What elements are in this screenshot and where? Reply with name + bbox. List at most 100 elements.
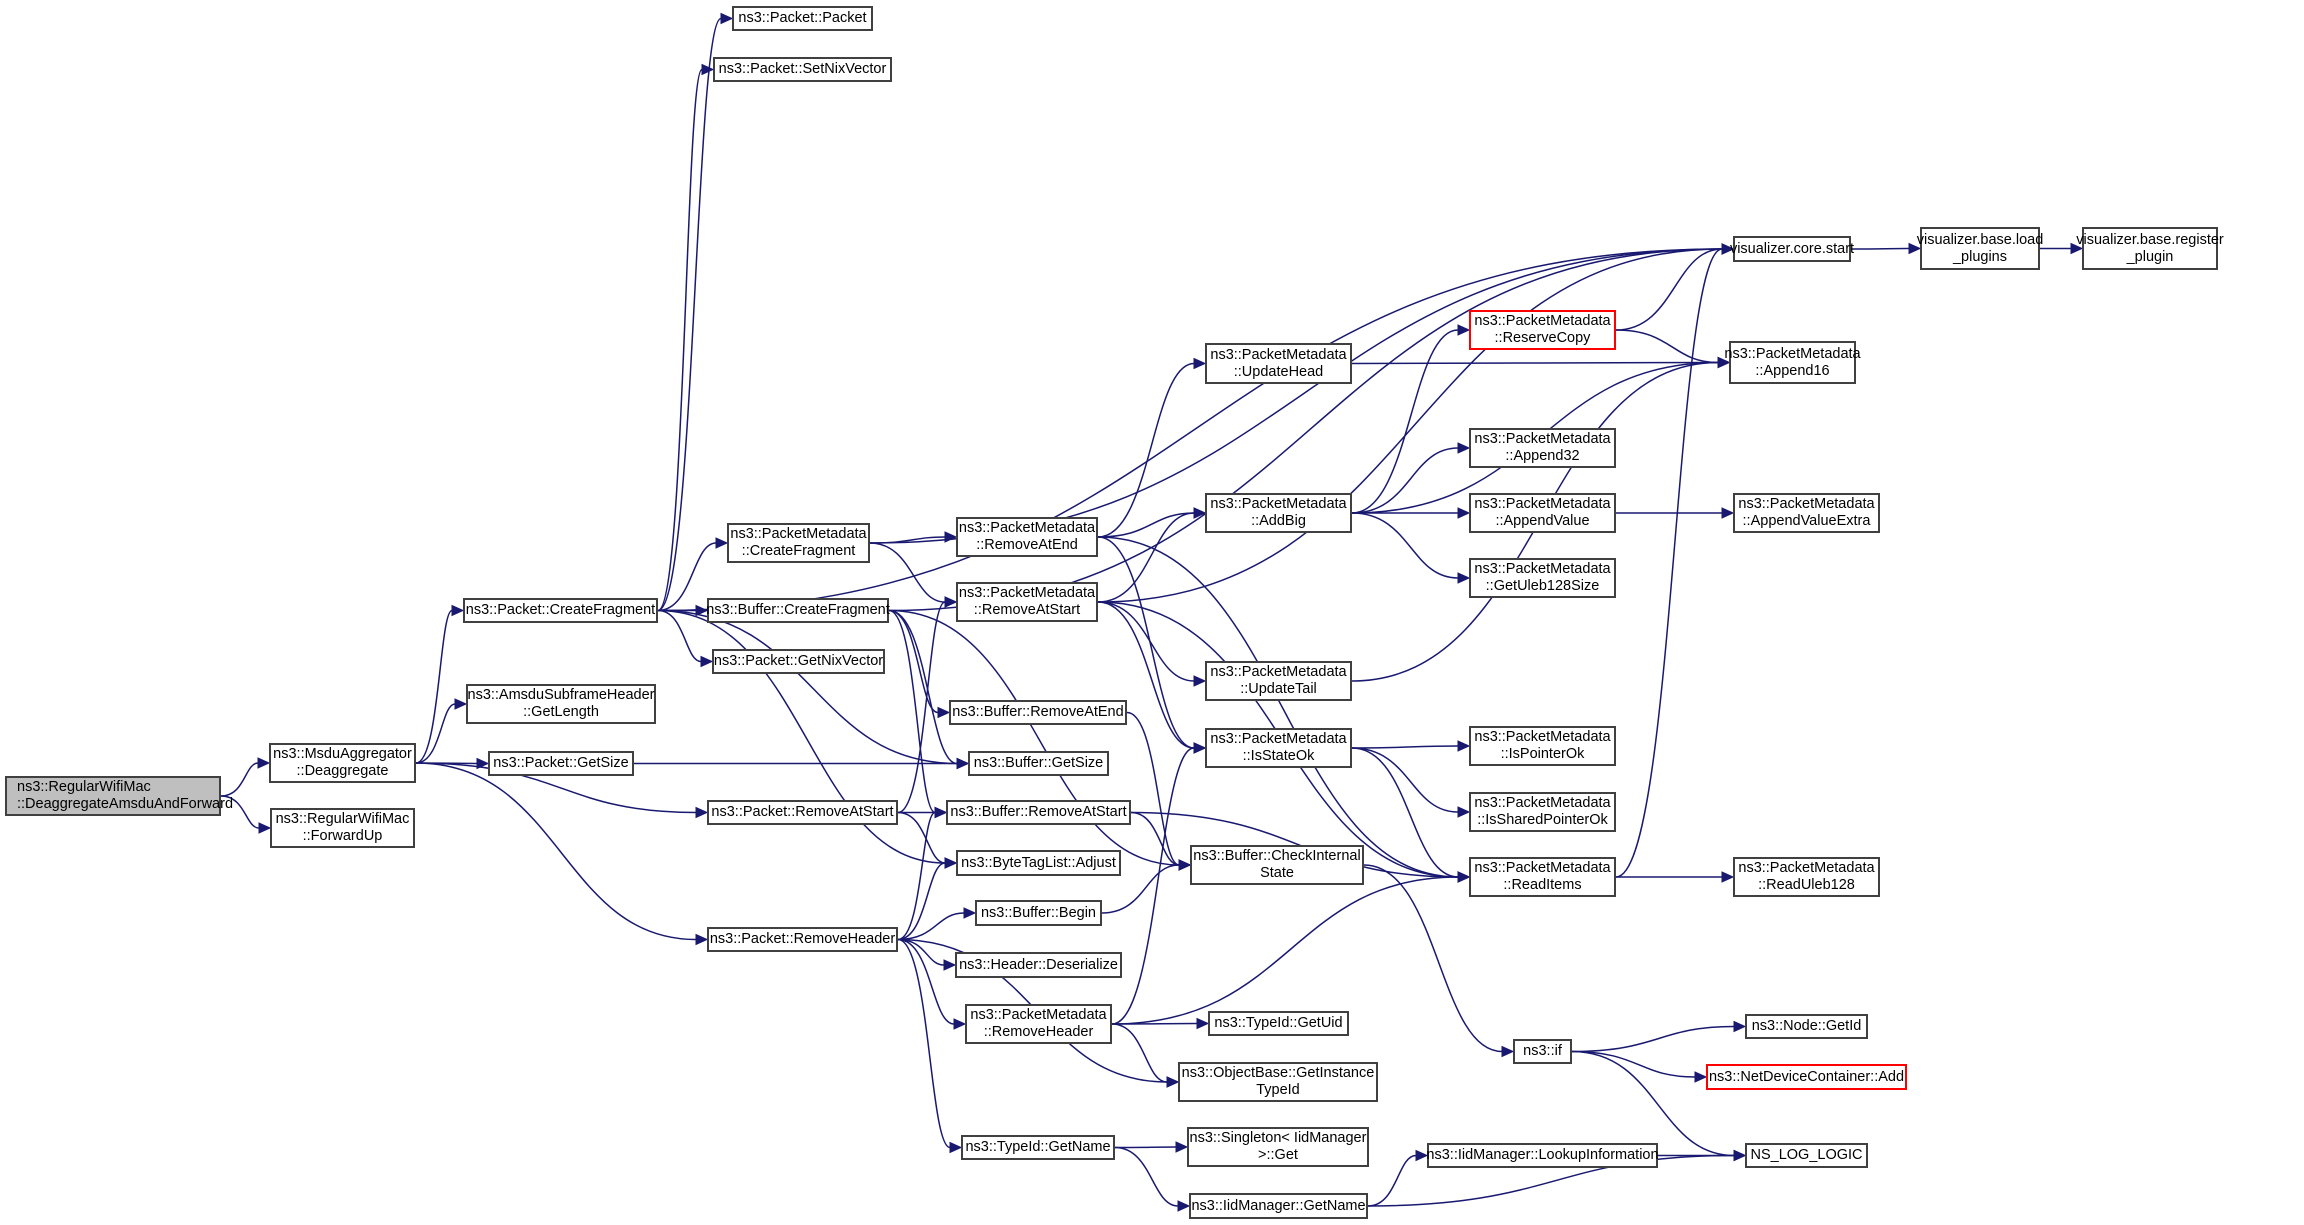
node-ns-log-logic[interactable]: NS_LOG_LOGIC	[1745, 1143, 1868, 1168]
node-pm-issharedpointerok[interactable]: ns3::PacketMetadata ::IsSharedPointerOk	[1469, 792, 1616, 832]
arrowhead-icon	[1178, 859, 1192, 871]
edge-pm_addbig-to-pm_reservecopy	[1351, 329, 1459, 514]
node-pm-reservecopy[interactable]: ns3::PacketMetadata ::ReserveCopy	[1469, 310, 1616, 350]
node-buf-createfragment[interactable]: ns3::Buffer::CreateFragment	[706, 598, 890, 623]
arrowhead-icon	[944, 596, 958, 608]
node-iid-lookupinformation[interactable]: ns3::IidManager::LookupInformation	[1426, 1143, 1659, 1168]
edge-pkt_createfragment-to-vis_core_start	[657, 248, 1723, 612]
node-buf-removeatend[interactable]: ns3::Buffer::RemoveAtEnd	[949, 700, 1127, 725]
node-ns3-if[interactable]: ns3::if	[1513, 1039, 1572, 1064]
arrowhead-icon	[1415, 1149, 1429, 1162]
node-pkt-setnixvector[interactable]: ns3::Packet::SetNixVector	[713, 57, 892, 82]
arrowhead-icon	[1457, 442, 1471, 454]
node-pkt-getsize[interactable]: ns3::Packet::GetSize	[488, 751, 634, 776]
node-vis-core-start[interactable]: visualizer.core.start	[1730, 236, 1854, 262]
node-node-getid[interactable]: ns3::Node::GetId	[1745, 1014, 1868, 1039]
edge-typeid_getname-to-singleton_get	[1114, 1146, 1177, 1149]
node-pm-readitems[interactable]: ns3::PacketMetadata ::ReadItems	[1469, 857, 1616, 897]
node-pm-createfragment[interactable]: ns3::PacketMetadata ::CreateFragment	[727, 523, 870, 563]
node-pkt-createfragment[interactable]: ns3::Packet::CreateFragment	[463, 598, 658, 623]
arrowhead-icon	[1721, 243, 1735, 255]
arrowhead-icon	[949, 1141, 963, 1154]
edge-pm_updatehead-to-pm_append16	[1351, 361, 1719, 365]
node-buf-getsize[interactable]: ns3::Buffer::GetSize	[968, 751, 1109, 776]
edge-pkt_createfragment-to-pkt_packet	[657, 17, 722, 612]
node-pm-ispointerok[interactable]: ns3::PacketMetadata ::IsPointerOk	[1469, 726, 1616, 766]
node-typeid-getname[interactable]: ns3::TypeId::GetName	[961, 1135, 1115, 1160]
node-root[interactable]: ns3::RegularWifiMac ::DeaggregateAmsduAn…	[5, 776, 233, 816]
node-ndc-add[interactable]: ns3::NetDeviceContainer::Add	[1706, 1064, 1907, 1090]
node-pm-append32[interactable]: ns3::PacketMetadata ::Append32	[1469, 428, 1616, 468]
arrowhead-icon	[944, 531, 958, 543]
arrowhead-icon	[1908, 242, 1922, 255]
edge-root-to-deaggregate	[220, 762, 259, 797]
edge-iid_getname-to-iid_lookupinformation	[1367, 1154, 1417, 1207]
arrowhead-icon	[963, 907, 977, 919]
arrowhead-icon	[1457, 324, 1471, 336]
node-pm-removeatend[interactable]: ns3::PacketMetadata ::RemoveAtEnd	[956, 517, 1098, 557]
arrowhead-icon	[1457, 507, 1471, 519]
node-pm-updatehead[interactable]: ns3::PacketMetadata ::UpdateHead	[1205, 343, 1352, 384]
node-amsdu-getlength[interactable]: ns3::AmsduSubframeHeader ::GetLength	[466, 684, 656, 724]
node-pm-readuleb128[interactable]: ns3::PacketMetadata ::ReadUleb128	[1733, 857, 1880, 897]
edge-deaggregate-to-pkt_createfragment	[415, 609, 453, 764]
arrowhead-icon	[695, 604, 709, 617]
node-singleton-get[interactable]: ns3::Singleton< IidManager >::Get	[1187, 1127, 1369, 1167]
edge-pm_removeatstart-to-pm_isstateok	[1097, 601, 1195, 749]
node-pm-appendvalueextra[interactable]: ns3::PacketMetadata ::AppendValueExtra	[1733, 493, 1880, 533]
arrowhead-icon	[937, 706, 951, 719]
arrowhead-icon	[715, 537, 729, 549]
node-hdr-deserialize[interactable]: ns3::Header::Deserialize	[955, 952, 1122, 978]
arrowhead-icon	[1694, 1071, 1708, 1083]
node-pkt-removeheader[interactable]: ns3::Packet::RemoveHeader	[707, 927, 898, 952]
node-vis-load-plugins[interactable]: visualizer.base.load _plugins	[1917, 227, 2043, 270]
edge-buf_createfragment-to-buf_getsize	[888, 609, 958, 765]
node-vis-register-plugin[interactable]: visualizer.base.register _plugin	[2076, 227, 2224, 270]
edge-pm_isstateok-to-pm_issharedpointerok	[1351, 747, 1459, 813]
node-objbase-getinstancetypeid[interactable]: ns3::ObjectBase::GetInstance TypeId	[1178, 1062, 1378, 1102]
edge-pkt_createfragment-to-pkt_getnixvector	[657, 609, 702, 663]
node-pm-addbig[interactable]: ns3::PacketMetadata ::AddBig	[1205, 493, 1352, 533]
node-pkt-packet[interactable]: ns3::Packet::Packet	[732, 6, 873, 31]
edge-buf_begin-to-buf_checkinternalstate	[1101, 864, 1180, 914]
edge-ns3_if-to-ns_log_logic	[1571, 1050, 1735, 1157]
edge-pm_removeheader-to-typeid_getuid	[1111, 1022, 1198, 1025]
arrowhead-icon	[451, 604, 465, 617]
node-pkt-getnixvector[interactable]: ns3::Packet::GetNixVector	[712, 649, 885, 674]
node-buf-removeatstart[interactable]: ns3::Buffer::RemoveAtStart	[946, 800, 1131, 825]
arrowhead-icon	[1717, 356, 1731, 369]
arrowhead-icon	[953, 1018, 967, 1030]
edge-pkt_removeatstart-to-pm_removeatstart	[897, 601, 946, 814]
node-btl-adjust[interactable]: ns3::ByteTagList::Adjust	[956, 850, 1121, 876]
edge-pm_removeheader-to-pm_readitems	[1111, 876, 1459, 1025]
edge-pkt_removeheader-to-pm_removeheader	[897, 938, 955, 1025]
node-pm-append16[interactable]: ns3::PacketMetadata ::Append16	[1724, 341, 1861, 384]
node-buf-begin[interactable]: ns3::Buffer::Begin	[975, 900, 1102, 926]
arrowhead-icon	[1177, 1200, 1191, 1212]
arrowhead-icon	[1193, 357, 1207, 370]
arrowhead-icon	[700, 655, 714, 668]
node-buf-checkinternalstate[interactable]: ns3::Buffer::CheckInternal State	[1190, 845, 1364, 885]
node-pm-isstateok[interactable]: ns3::PacketMetadata ::IsStateOk	[1205, 728, 1352, 768]
node-iid-getname[interactable]: ns3::IidManager::GetName	[1189, 1193, 1368, 1219]
node-deaggregate[interactable]: ns3::MsduAggregator ::Deaggregate	[269, 743, 416, 783]
edge-buf_createfragment-to-buf_removeatstart	[888, 609, 936, 814]
arrowhead-icon	[476, 757, 490, 770]
edge-pkt_removeheader-to-buf_removeatstart	[897, 811, 936, 941]
node-pm-updatetail[interactable]: ns3::PacketMetadata ::UpdateTail	[1205, 661, 1352, 701]
edge-pm_readitems-to-vis_core_start	[1615, 248, 1723, 878]
node-pm-removeheader[interactable]: ns3::PacketMetadata ::RemoveHeader	[965, 1004, 1112, 1044]
edge-pm_removeheader-to-objbase_getinstancetypeid	[1111, 1023, 1168, 1083]
node-pm-getuleb128size[interactable]: ns3::PacketMetadata ::GetUleb128Size	[1469, 558, 1616, 598]
node-forwardup[interactable]: ns3::RegularWifiMac ::ForwardUp	[270, 808, 415, 848]
arrowhead-icon	[934, 806, 948, 819]
arrowhead-icon	[720, 12, 734, 25]
edge-pkt_removeheader-to-buf_begin	[897, 912, 965, 941]
arrowhead-icon	[944, 857, 958, 869]
node-pkt-removeatstart[interactable]: ns3::Packet::RemoveAtStart	[707, 800, 898, 825]
node-typeid-getuid[interactable]: ns3::TypeId::GetUid	[1208, 1011, 1349, 1036]
arrowhead-icon	[1193, 675, 1207, 687]
node-pm-appendvalue[interactable]: ns3::PacketMetadata ::AppendValue	[1469, 493, 1616, 533]
node-pm-removeatstart[interactable]: ns3::PacketMetadata ::RemoveAtStart	[956, 582, 1098, 622]
